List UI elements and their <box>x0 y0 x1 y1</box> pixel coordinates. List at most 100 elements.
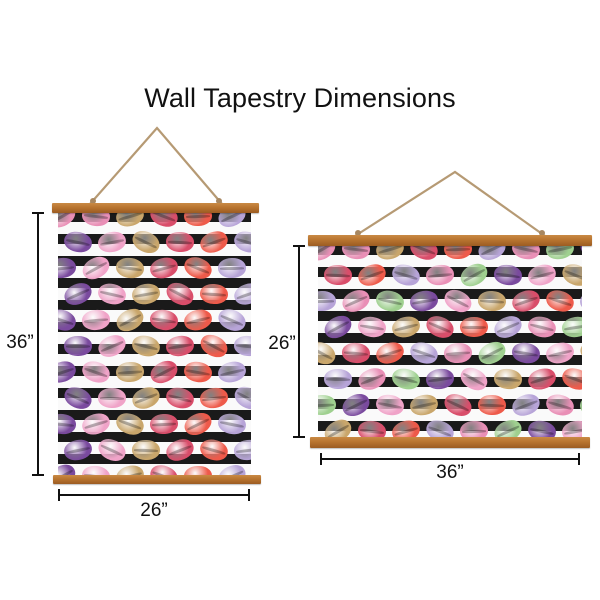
landscape-width-dimension-line <box>320 453 580 465</box>
macaron-print <box>318 290 337 312</box>
macaron-print <box>373 245 407 263</box>
macaron-print <box>493 367 523 391</box>
macaron-print <box>318 337 340 369</box>
macaron-print <box>544 245 576 262</box>
macaron-print <box>198 386 230 410</box>
macaron-print <box>577 245 582 265</box>
macaron-print <box>113 409 147 439</box>
portrait-fabric-macaron-pattern <box>58 212 251 477</box>
macaron-print <box>115 361 145 383</box>
macaron-print <box>79 357 113 387</box>
macaron-print <box>440 285 476 317</box>
macaron-print <box>543 287 577 315</box>
landscape-height-dimension-line <box>293 245 305 438</box>
macaron-print <box>323 264 353 286</box>
macaron-print <box>58 306 79 334</box>
macaron-print <box>425 263 455 287</box>
macaron-print <box>355 364 389 394</box>
macaron-print <box>509 286 543 316</box>
macaron-print <box>340 245 372 261</box>
macaron-print <box>181 408 215 440</box>
macaron-print <box>341 341 371 365</box>
macaron-print <box>443 245 473 260</box>
macaron-print <box>58 412 77 436</box>
macaron-print <box>525 261 559 289</box>
macaron-print <box>355 260 389 290</box>
macaron-print <box>443 342 473 364</box>
macaron-print <box>199 283 229 305</box>
macaron-print <box>456 363 492 395</box>
macaron-print <box>196 330 232 362</box>
macaron-print <box>129 226 163 258</box>
macaron-print <box>474 337 510 369</box>
macaron-print <box>163 435 197 465</box>
macaron-print <box>525 365 559 393</box>
macaron-print <box>95 435 129 465</box>
macaron-print <box>231 228 251 256</box>
macaron-print <box>318 394 337 416</box>
portrait-top-dowel <box>52 203 259 213</box>
page-title: Wall Tapestry Dimensions <box>144 83 456 113</box>
macaron-print <box>78 252 114 284</box>
macaron-print <box>129 383 163 413</box>
right-rope <box>354 170 546 237</box>
macaron-print <box>215 212 249 231</box>
macaron-print <box>339 389 373 421</box>
macaron-print <box>149 413 179 435</box>
macaron-print <box>320 415 356 438</box>
macaron-print <box>560 314 582 340</box>
macaron-print <box>389 365 423 393</box>
portrait-height-label: 36” <box>6 332 34 353</box>
macaron-print <box>162 278 198 310</box>
macaron-print <box>408 392 440 418</box>
macaron-print <box>491 312 525 342</box>
macaron-print <box>423 416 457 438</box>
macaron-print <box>320 311 356 343</box>
macaron-print <box>407 245 441 264</box>
macaron-print <box>165 231 195 253</box>
macaron-print <box>197 227 231 257</box>
portrait-height-dimension-line <box>32 212 44 476</box>
portrait-bottom-dowel <box>53 475 261 484</box>
macaron-print <box>374 288 406 314</box>
macaron-print <box>460 317 488 337</box>
macaron-print <box>62 437 94 463</box>
macaron-print <box>81 308 111 332</box>
macaron-print <box>146 356 182 388</box>
left-rope <box>89 126 223 205</box>
macaron-print <box>459 420 489 438</box>
macaron-print <box>181 253 215 283</box>
macaron-print <box>423 312 457 342</box>
macaron-print <box>544 340 576 366</box>
landscape-fabric-macaron-pattern <box>318 245 582 438</box>
macaron-print <box>64 336 92 356</box>
macaron-print <box>216 411 248 437</box>
macaron-print <box>129 332 163 360</box>
macaron-print <box>79 410 113 438</box>
macaron-print <box>182 359 214 385</box>
macaron-print <box>577 338 582 368</box>
macaron-print <box>96 281 128 307</box>
macaron-print <box>543 391 577 419</box>
landscape-bottom-dowel <box>310 437 590 448</box>
macaron-print <box>61 383 95 413</box>
macaron-print <box>113 212 147 230</box>
landscape-height-label: 26” <box>268 333 296 354</box>
macaron-print <box>131 439 161 461</box>
macaron-print <box>389 313 423 341</box>
macaron-print <box>560 418 582 438</box>
macaron-print <box>492 263 524 287</box>
macaron-print <box>526 418 558 438</box>
macaron-print <box>58 212 80 232</box>
macaron-print <box>374 392 406 418</box>
macaron-print <box>215 305 249 335</box>
macaron-print <box>389 417 423 438</box>
macaron-print <box>356 314 388 340</box>
macaron-print <box>163 384 197 412</box>
macaron-print <box>233 334 251 358</box>
macaron-print <box>408 288 440 314</box>
macaron-print <box>62 229 94 255</box>
macaron-print <box>58 358 79 386</box>
macaron-print <box>373 339 407 367</box>
portrait-width-dimension-line <box>58 489 250 501</box>
